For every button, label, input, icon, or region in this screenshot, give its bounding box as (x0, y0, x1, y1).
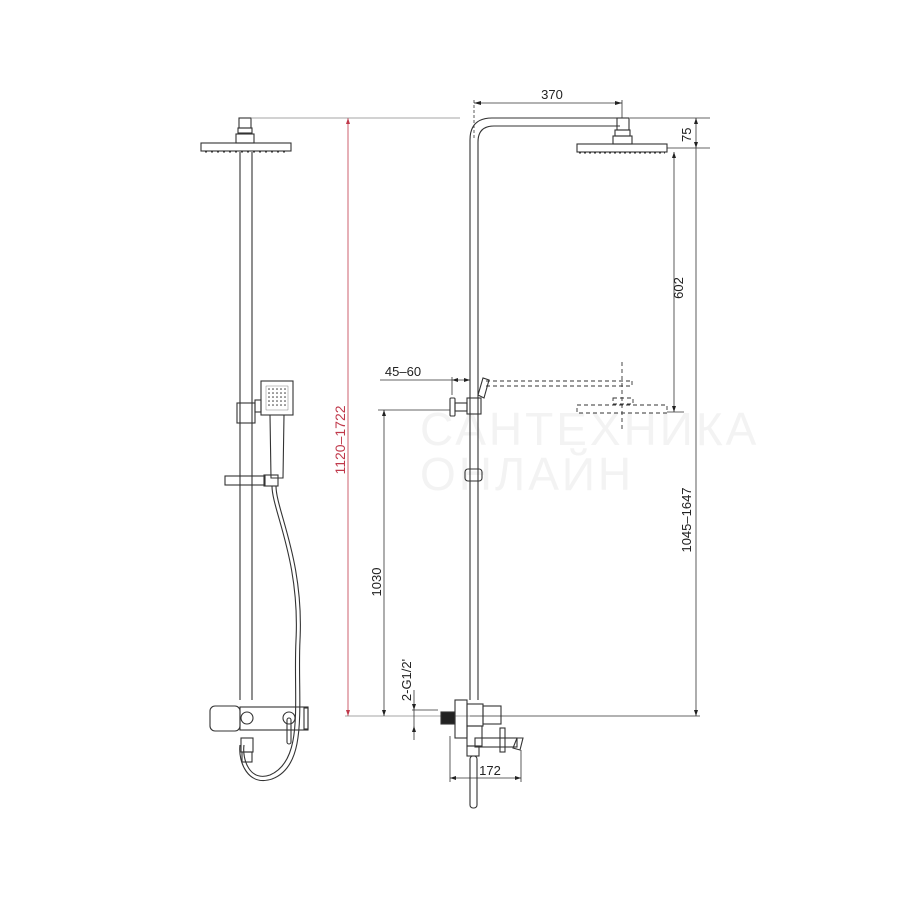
dim-75: 75 (679, 128, 694, 142)
hand-shower-icon (260, 380, 294, 479)
dim-1030: 1030 (369, 568, 384, 597)
total-height-dimension: 1120–1722 (332, 117, 470, 717)
dim-172: 172 (479, 763, 501, 778)
dim-1045-1647: 1045–1647 (679, 487, 694, 552)
svg-text:1120–1722: 1120–1722 (332, 405, 348, 474)
dim-45-60: 45–60 (385, 364, 421, 379)
thermostatic-mixer-icon (209, 705, 309, 763)
svg-text:САНТЕХНИКА: САНТЕХНИКА (420, 403, 759, 455)
rain-shower-head-icon (200, 117, 292, 153)
dim-inlet-thread: 2-G1/2' (399, 659, 414, 701)
dimension-arrows (382, 101, 698, 780)
mixer-side-view-icon (440, 699, 524, 809)
front-view (200, 117, 345, 782)
lowered-position-outline (486, 362, 668, 432)
watermark: САНТЕХНИКА ОНЛАЙН (420, 403, 759, 500)
dim-602: 602 (671, 277, 686, 299)
side-view-dimensions (378, 100, 710, 782)
side-view (440, 117, 668, 809)
svg-text:ОНЛАЙН: ОНЛАЙН (420, 448, 634, 500)
dim-370: 370 (541, 87, 563, 102)
